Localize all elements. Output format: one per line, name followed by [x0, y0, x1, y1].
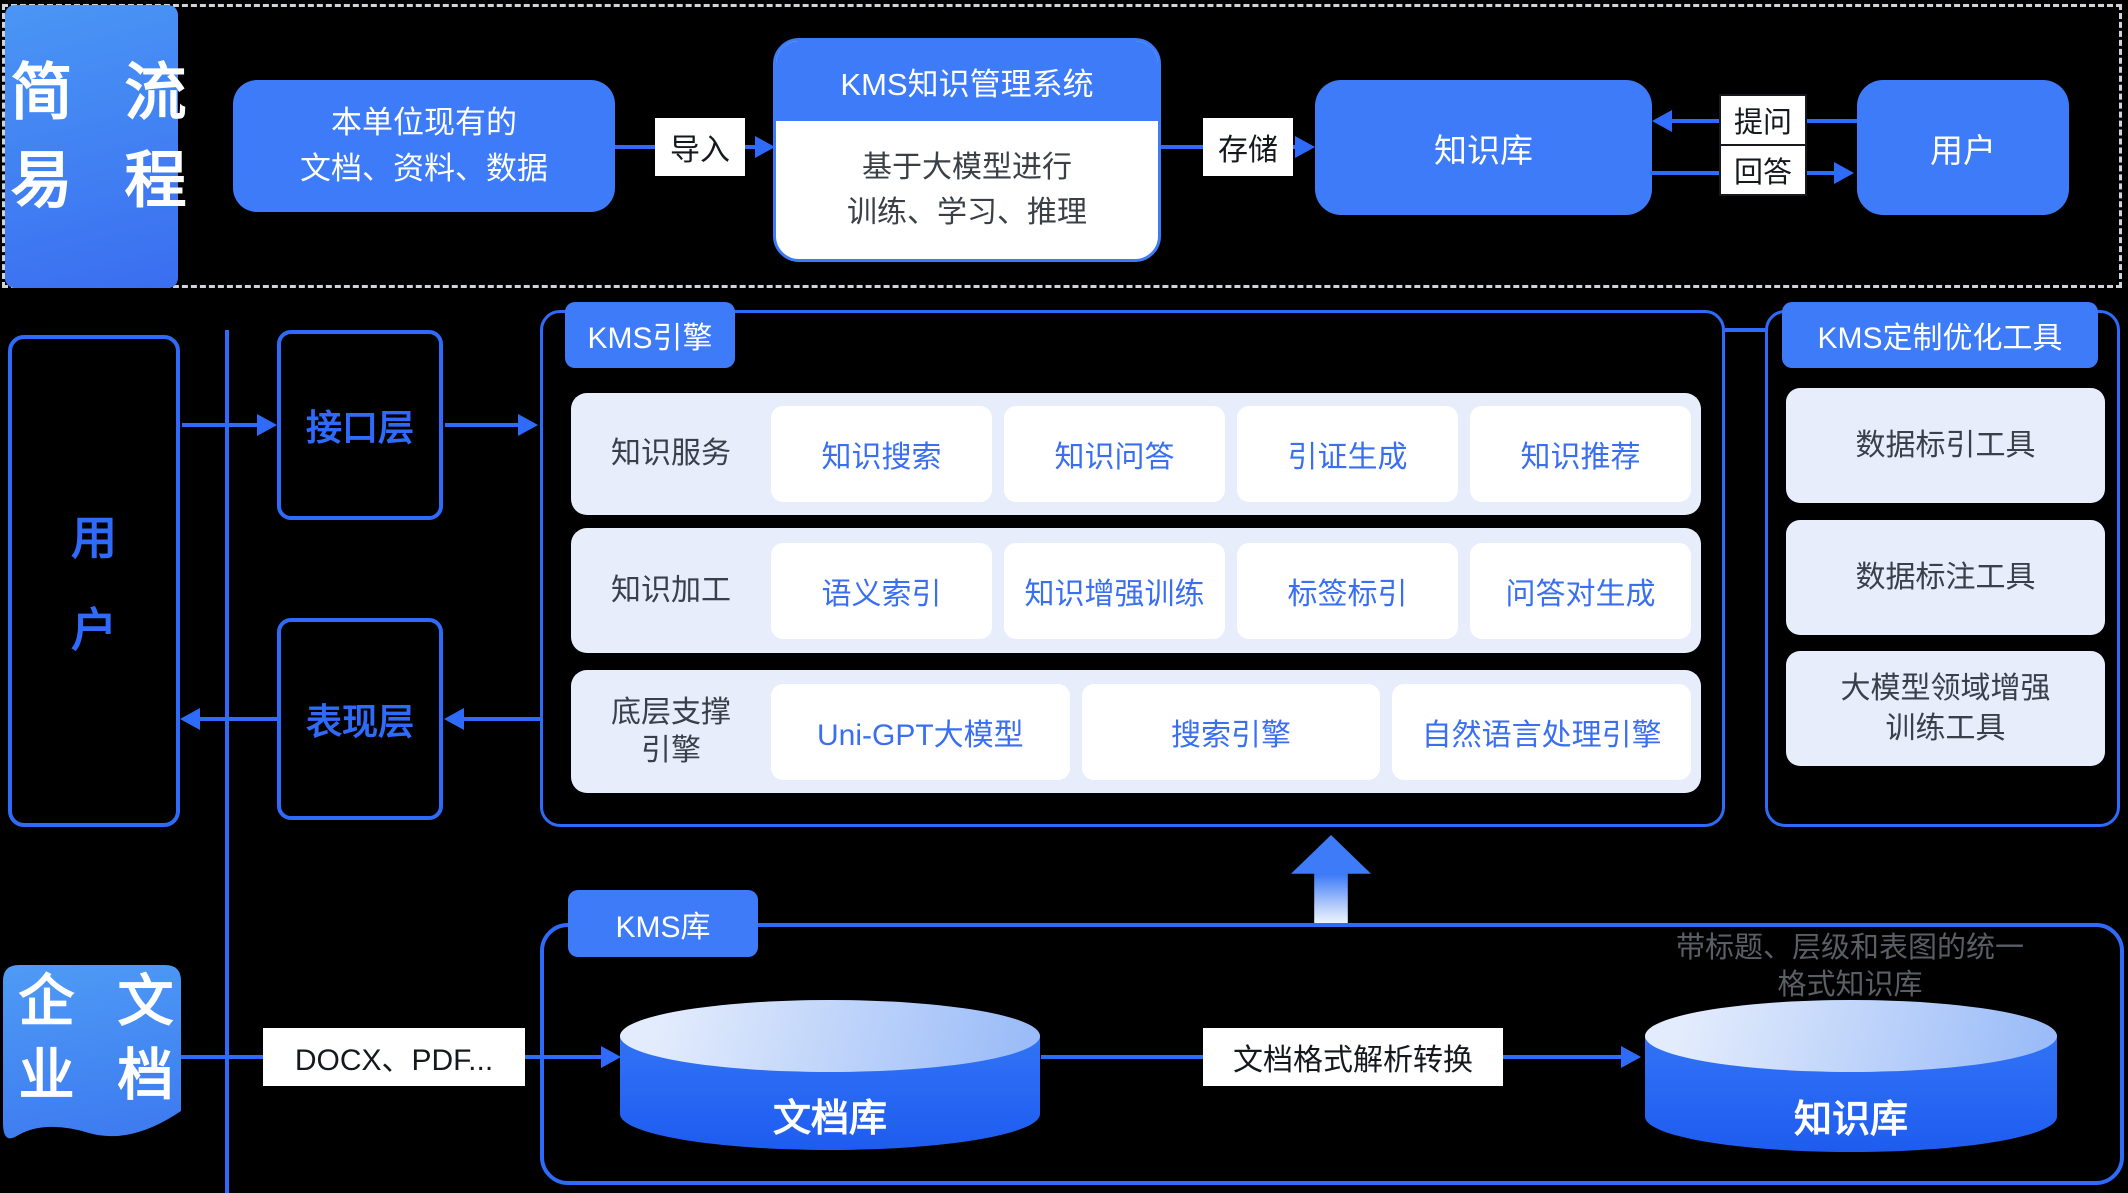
engine-row-label: 知识加工 — [611, 573, 731, 607]
tool-card-annotation: 数据标注工具 — [1786, 520, 2105, 635]
tool-card-domain-training: 大模型领域增强 训练工具 — [1786, 651, 2105, 766]
engine-card: 知识增强训练 — [1004, 542, 1225, 639]
import-label: 导入 — [655, 118, 745, 176]
kms-engine-badge: KMS引擎 — [565, 302, 735, 368]
user-node-top: 用户 — [1857, 80, 2069, 215]
engine-card: 知识问答 — [1004, 406, 1225, 502]
arrowhead-import — [755, 136, 775, 158]
panel-connector-line — [1725, 328, 1765, 332]
kms-system-node: KMS知识管理系统 基于大模型进行 训练、学习、推理 — [773, 38, 1161, 262]
engine-card: 知识搜索 — [771, 406, 992, 502]
engine-card: Uni-GPT大模型 — [771, 683, 1070, 780]
user-char: 户 — [71, 604, 117, 656]
cylinder-top-ellipse — [1645, 1000, 2057, 1072]
banner-column: 简易 — [0, 58, 70, 235]
kms-system-body-line2: 训练、学习、推理 — [847, 196, 1087, 229]
knowledge-library-cylinder: 知识库 — [1645, 1000, 2057, 1152]
engine-card: 问答对生成 — [1470, 542, 1691, 639]
simple-process-banner: 简易 流程 — [1, 5, 184, 288]
engine-card: 标签标引 — [1237, 542, 1458, 639]
existing-docs-node: 本单位现有的 文档、资料、数据 — [233, 80, 615, 212]
kms-system-body-line1: 基于大模型进行 — [862, 151, 1072, 184]
document-library-label: 文档库 — [772, 1098, 887, 1140]
banner-column: 流程 — [114, 58, 184, 235]
enterprise-docs-badge: 企业 文档 — [3, 965, 181, 1143]
engine-card: 自然语言处理引擎 — [1392, 683, 1692, 780]
store-label: 存储 — [1203, 118, 1293, 176]
doc-formats-label: DOCX、PDF... — [263, 1028, 525, 1086]
line-user-to-interface — [182, 423, 262, 427]
upward-block-arrow — [1291, 835, 1371, 923]
arrowhead-to-user — [180, 708, 200, 730]
kms-library-panel — [540, 923, 2124, 1185]
existing-docs-line1: 本单位现有的 — [331, 105, 517, 140]
user-node-middle: 用 户 — [8, 335, 180, 827]
knowledge-base-node-top: 知识库 — [1315, 80, 1652, 215]
kms-library-badge: KMS库 — [568, 890, 758, 957]
knowledge-library-label: 知识库 — [1793, 1099, 1908, 1142]
top-flow-dashed-frame — [2, 4, 2122, 288]
document-library-cylinder: 文档库 — [620, 1000, 1040, 1150]
engine-row-label: 知识服务 — [611, 437, 731, 470]
answer-label: 回答 — [1719, 144, 1807, 196]
kms-tools-panel: 数据标引工具 数据标注工具 大模型领域增强 训练工具 — [1765, 310, 2120, 827]
user-char: 用 — [71, 512, 117, 564]
engine-row-label: 底层支撑 引擎 — [611, 695, 731, 767]
line-engine-to-presentation — [462, 717, 540, 721]
engine-card: 语义索引 — [771, 542, 992, 639]
arrowhead-to-interface — [257, 414, 277, 436]
arrowhead-ask — [1652, 110, 1672, 132]
arrowhead-answer — [1834, 162, 1854, 184]
kb-caption: 带标题、层级和表图的统一 格式知识库 — [1675, 932, 2024, 1001]
tool-card-indexing: 数据标引工具 — [1786, 388, 2105, 503]
engine-card: 搜索引擎 — [1081, 683, 1381, 780]
kms-engine-panel: 知识服务 知识搜索 知识问答 引证生成 知识推荐 知识加工 语义索引 知识增强训… — [540, 310, 1725, 827]
engine-row-support-engine: 底层支撑 引擎 Uni-GPT大模型 搜索引擎 自然语言处理引擎 — [571, 670, 1701, 793]
engine-card: 知识推荐 — [1470, 406, 1691, 502]
engine-row-knowledge-service: 知识服务 知识搜索 知识问答 引证生成 知识推荐 — [571, 393, 1701, 515]
line-interface-to-engine — [445, 423, 520, 427]
arrowhead-to-doclib — [601, 1046, 621, 1068]
doc-badge-column: 企业 — [11, 971, 74, 1119]
arrowhead-store — [1295, 136, 1315, 158]
presentation-layer-node: 表现层 — [277, 618, 443, 820]
cylinder-top-ellipse — [620, 1000, 1040, 1072]
line-presentation-to-user — [198, 717, 277, 721]
arrowhead-to-kblib — [1621, 1046, 1641, 1068]
arrowhead-to-engine — [518, 414, 538, 436]
engine-row-knowledge-processing: 知识加工 语义索引 知识增强训练 标签标引 问答对生成 — [571, 528, 1701, 653]
kms-tools-badge: KMS定制优化工具 — [1782, 302, 2098, 368]
convert-label: 文档格式解析转换 — [1203, 1028, 1503, 1086]
engine-card: 引证生成 — [1237, 406, 1458, 502]
doc-badge-column: 文档 — [110, 971, 173, 1119]
interface-layer-node: 接口层 — [277, 330, 443, 520]
ask-label: 提问 — [1719, 94, 1807, 146]
user-bus-line — [225, 330, 229, 1193]
arrowhead-to-presentation — [444, 708, 464, 730]
existing-docs-line2: 文档、资料、数据 — [300, 151, 548, 186]
kms-system-title: KMS知识管理系统 — [776, 41, 1158, 121]
